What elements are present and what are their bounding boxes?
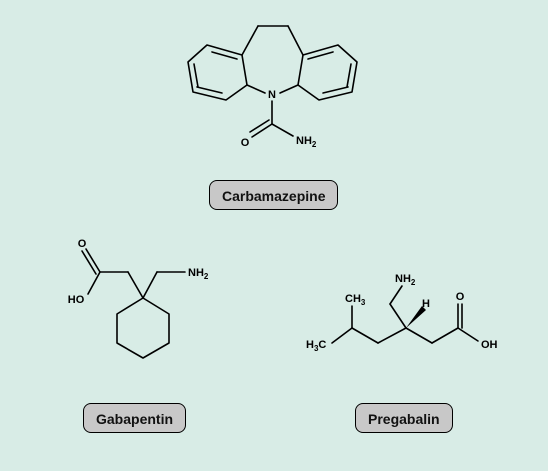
carbonyl-double-bond-b: [81, 250, 97, 275]
hydroxyl-label: OH: [481, 339, 498, 351]
left-ring-double-bond-3: [193, 63, 199, 88]
pregabalin-structure: NH2 CH3 H3C H O OH: [306, 273, 498, 353]
chain-bond-1: [351, 327, 379, 344]
gabapentin-structure: O HO NH2: [68, 238, 209, 359]
right-ring-double-bond-2: [322, 86, 349, 94]
chain-bond-3: [405, 327, 433, 344]
hydroxyl-bond: [87, 271, 101, 295]
gabapentin-label: Gabapentin: [83, 403, 187, 433]
aminomethyl-bond-2: [389, 285, 403, 305]
hydroxyl-label: HO: [68, 294, 85, 306]
bridge-bond-right: [287, 25, 304, 56]
right-ring-double-bond-3: [346, 63, 352, 88]
chain-bond-4: [431, 327, 459, 344]
chain-bond-2: [377, 327, 407, 344]
c-nh2-bond: [271, 123, 294, 137]
right-ring-double-bond-1: [307, 51, 334, 60]
h3c-bond: [331, 327, 353, 344]
amine-label: NH2: [188, 267, 209, 281]
carbonyl-double-bond-a: [85, 248, 101, 273]
carbamazepine-structure: N O NH2: [187, 25, 358, 149]
left-ring-double-bond-2: [196, 86, 223, 94]
amine-label: NH2: [395, 273, 416, 287]
oxygen-label: O: [241, 137, 250, 149]
left-ring-double-bond-1: [211, 51, 238, 60]
oxygen-label: O: [456, 291, 465, 303]
carbamazepine-label: Carbamazepine: [209, 180, 339, 210]
aminomethyl-bond-1: [142, 271, 158, 299]
n-bond-left: [246, 84, 266, 94]
bridge-bond-left: [241, 25, 259, 56]
co-double-bond-a: [251, 123, 273, 138]
cyclohexane-ring: [116, 297, 170, 359]
co-double-bond-b: [249, 119, 270, 133]
n-bond-right: [279, 84, 299, 94]
aminomethyl-bond-1: [389, 303, 407, 329]
hydrogen-label: H: [422, 298, 430, 310]
methyl-label-h3c: H3C: [306, 339, 326, 353]
acetic-bond-1: [127, 271, 144, 299]
nitrogen-label: N: [268, 89, 276, 101]
oxygen-label: O: [78, 238, 87, 250]
methyl-label: CH3: [345, 293, 366, 307]
pregabalin-label: Pregabalin: [355, 403, 453, 433]
amine-label: NH2: [296, 135, 317, 149]
stereo-wedge-bond: [406, 306, 426, 328]
hydroxyl-bond: [457, 327, 479, 342]
